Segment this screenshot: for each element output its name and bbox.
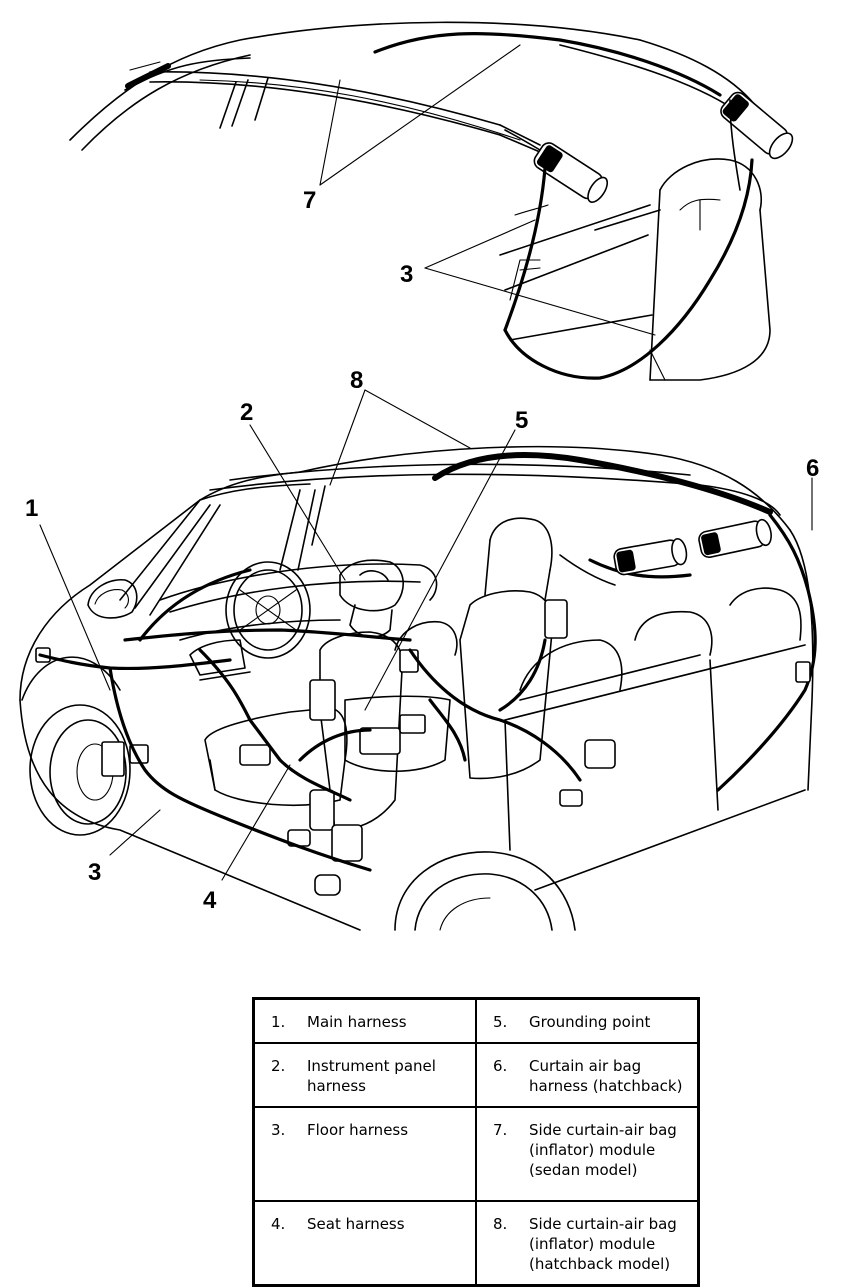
airbag-wiring-diagram: 7 3 <box>19 21 819 931</box>
legend-cell: 7. Side curtain-air bag (inflator) module… <box>475 1106 700 1202</box>
legend-table: 1. Main harness 5. Grounding point 2. Instr… <box>252 997 700 1287</box>
callout-2: 2 <box>240 399 253 426</box>
callout-3-lower: 3 <box>88 859 101 886</box>
callout-5: 5 <box>515 407 528 434</box>
callout-8: 8 <box>350 367 363 394</box>
legend-cell: 6. Curtain air bag harness (hatchback) <box>475 1042 700 1108</box>
legend-text: Main harness <box>307 1013 407 1031</box>
legend-number: 6. <box>493 1057 508 1075</box>
legend-number: 2. <box>271 1057 286 1075</box>
legend-cell: 4. Seat harness <box>252 1200 477 1287</box>
legend-number: 5. <box>493 1013 508 1031</box>
callout-4: 4 <box>203 887 217 914</box>
legend-number: 3. <box>271 1121 286 1139</box>
legend-text: Side curtain-air bag (inflator) module (… <box>529 1215 677 1273</box>
front-seats <box>204 517 568 831</box>
legend-number: 7. <box>493 1121 508 1139</box>
legend-cell: 2. Instrument panel harness <box>252 1042 477 1108</box>
legend-row: 3. Floor harness 7. Side curtain-air bag (… <box>252 1106 700 1202</box>
legend-cell: 3. Floor harness <box>252 1106 477 1202</box>
legend-text: Curtain air bag harness (hatchback) <box>529 1057 683 1095</box>
legend-text: Instrument panel harness <box>307 1057 436 1095</box>
legend-text: Side curtain-air bag (inflator) module (… <box>529 1121 677 1179</box>
sedan-roof-view: 7 3 <box>69 21 794 381</box>
rear-wheel <box>394 851 576 931</box>
legend-text: Grounding point <box>529 1013 651 1031</box>
front-wheel <box>21 656 131 836</box>
legend-text: Seat harness <box>307 1215 405 1233</box>
legend-row: 4. Seat harness 8. Side curtain-air bag (i… <box>252 1200 700 1287</box>
legend-cell: 5. Grounding point <box>475 997 700 1044</box>
legend-cell: 1. Main harness <box>252 997 477 1044</box>
legend-row: 2. Instrument panel harness 6. Curtain air… <box>252 1042 700 1108</box>
rear-seat <box>504 587 806 891</box>
legend-number: 4. <box>271 1215 286 1233</box>
callout-3-upper: 3 <box>400 261 413 288</box>
legend-number: 1. <box>271 1013 286 1031</box>
legend-cell: 8. Side curtain-air bag (inflator) module… <box>475 1200 700 1287</box>
callout-7: 7 <box>303 187 316 214</box>
callout-6: 6 <box>806 455 819 482</box>
legend-text: Floor harness <box>307 1121 409 1139</box>
callout-1: 1 <box>25 495 38 522</box>
legend-row: 1. Main harness 5. Grounding point <box>252 997 700 1044</box>
legend-number: 8. <box>493 1215 508 1233</box>
hatchback-vehicle-view: 1 2 8 5 6 3 4 <box>19 367 819 931</box>
